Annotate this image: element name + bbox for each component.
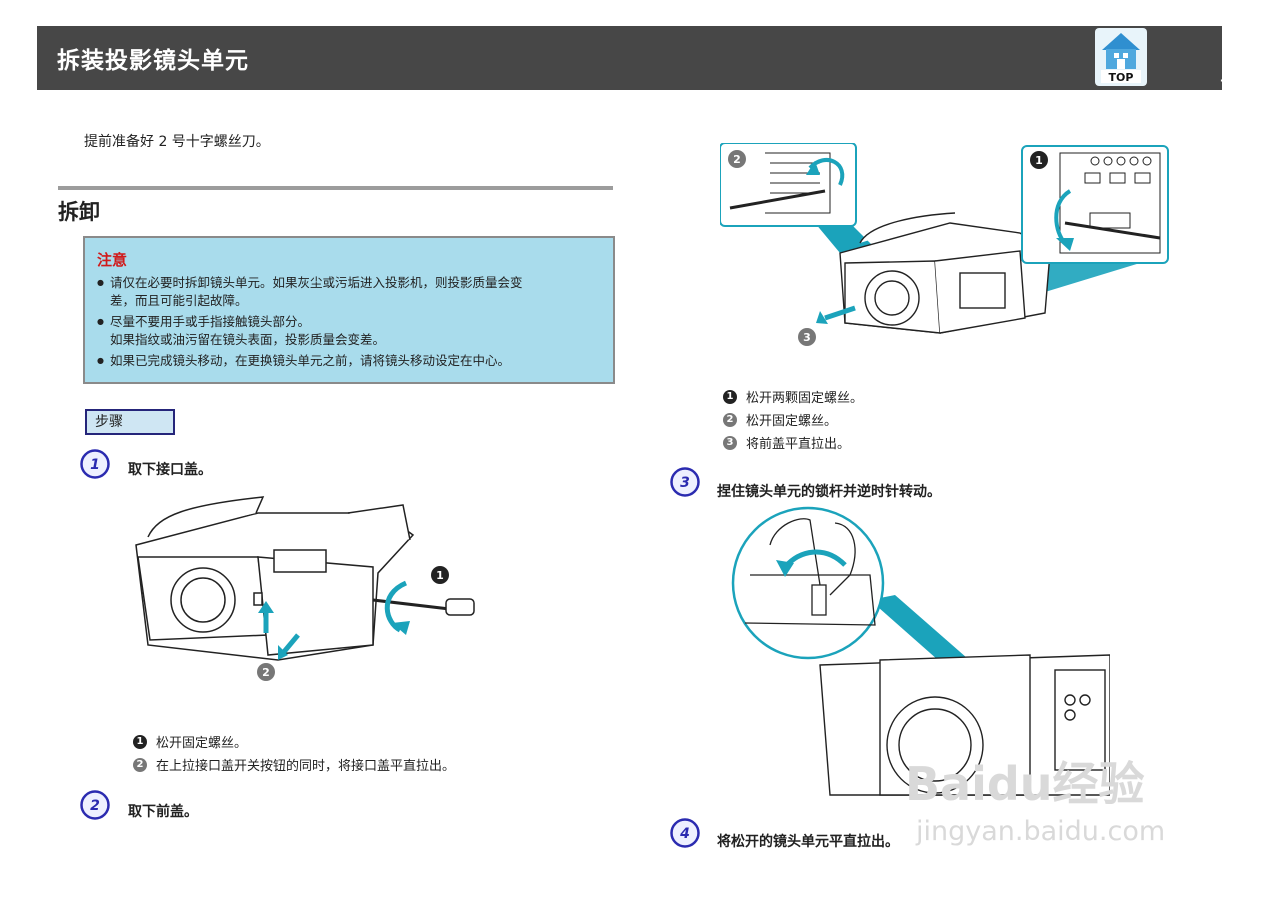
caution-item: 请仅在必要时拆卸镜头单元。如果灰尘或污垢进入投影机，则投影质量会变 差，而且可能… xyxy=(97,274,605,310)
substep-text: 松开固定螺丝。 xyxy=(156,736,248,751)
callout-label: 3 xyxy=(803,331,811,344)
step-number-icon: 3 xyxy=(670,467,700,497)
caution-line: 如果指纹或油污留在镜头表面，投影质量会变差。 xyxy=(110,332,386,347)
svg-text:4: 4 xyxy=(679,826,690,842)
svg-text:3: 3 xyxy=(680,475,690,491)
step-number-icon: 1 xyxy=(80,449,110,479)
prep-note: 提前准备好 2 号十字螺丝刀。 xyxy=(84,134,270,150)
top-house-icon: TOP xyxy=(1095,28,1147,86)
caution-box: 注意 请仅在必要时拆卸镜头单元。如果灰尘或污垢进入投影机，则投影质量会变 差，而… xyxy=(83,236,615,384)
page-number: 79 xyxy=(1220,78,1240,94)
caution-title: 注意 xyxy=(97,251,128,269)
page-title: 拆装投影镜头单元 xyxy=(57,48,249,74)
steps-label: 步骤 xyxy=(85,409,175,435)
caution-line: 请仅在必要时拆卸镜头单元。如果灰尘或污垢进入投影机，则投影质量会变 xyxy=(110,275,523,290)
caution-item: 如果已完成镜头移动，在更换镜头单元之前，请将镜头移动设定在中心。 xyxy=(97,352,605,370)
top-label: TOP xyxy=(1109,71,1134,84)
substep-text: 松开两颗固定螺丝。 xyxy=(746,391,864,406)
projector-illustration: 1 2 xyxy=(135,496,475,681)
step-text: 将松开的镜头单元平直拉出。 xyxy=(717,834,899,850)
callout-label: 1 xyxy=(1035,154,1043,167)
caution-line: 差，而且可能引起故障。 xyxy=(110,293,248,308)
step-text: 捏住镜头单元的锁杆并逆时针转动。 xyxy=(717,484,941,500)
step-number-icon: 2 xyxy=(80,790,110,820)
caution-item: 尽量不要用手或手指接触镜头部分。 如果指纹或油污留在镜头表面，投影质量会变差。 xyxy=(97,313,605,349)
substep-item: 2 松开固定螺丝。 xyxy=(723,410,837,429)
substep-marker: 1 xyxy=(133,734,147,749)
section-divider xyxy=(58,186,613,190)
caution-list: 请仅在必要时拆卸镜头单元。如果灰尘或污垢进入投影机，则投影质量会变 差，而且可能… xyxy=(97,274,605,373)
lens-lever-illustration xyxy=(731,506,1110,796)
substep-text: 在上拉接口盖开关按钮的同时，将接口盖平直拉出。 xyxy=(156,759,456,774)
caution-line: 尽量不要用手或手指接触镜头部分。 xyxy=(110,314,311,329)
substep-marker: 3 xyxy=(723,435,737,450)
substep-item: 1 松开两颗固定螺丝。 xyxy=(723,387,863,406)
section-title: 拆卸 xyxy=(58,200,100,224)
watermark-brand: Baidu经验 xyxy=(905,757,1145,811)
step-text: 取下接口盖。 xyxy=(128,462,212,478)
step-number-icon: 4 xyxy=(670,818,700,848)
substep-marker: 2 xyxy=(723,412,737,427)
callout-label: 2 xyxy=(733,153,741,166)
substep-item: 2 在上拉接口盖开关按钮的同时，将接口盖平直拉出。 xyxy=(133,755,455,774)
substep-item: 1 松开固定螺丝。 xyxy=(133,732,247,751)
callout-label: 2 xyxy=(262,666,270,679)
page-header: 拆装投影镜头单元 79 xyxy=(37,26,1239,94)
substep-text: 将前盖平直拉出。 xyxy=(746,437,851,452)
svg-text:1: 1 xyxy=(90,457,100,473)
substep-marker: 1 xyxy=(723,389,737,404)
caution-line: 如果已完成镜头移动，在更换镜头单元之前，请将镜头移动设定在中心。 xyxy=(110,353,511,368)
top-button[interactable]: TOP xyxy=(1095,28,1147,86)
substep-text: 松开固定螺丝。 xyxy=(746,414,838,429)
step-text: 取下前盖。 xyxy=(128,804,198,820)
svg-text:2: 2 xyxy=(90,798,100,814)
substep-item: 3 将前盖平直拉出。 xyxy=(723,433,850,452)
callout-label: 1 xyxy=(436,569,444,582)
front-cover-illustration: 2 1 3 xyxy=(720,143,1169,346)
watermark-url: jingyan.baidu.com xyxy=(916,816,1166,847)
substep-marker: 2 xyxy=(133,757,147,772)
